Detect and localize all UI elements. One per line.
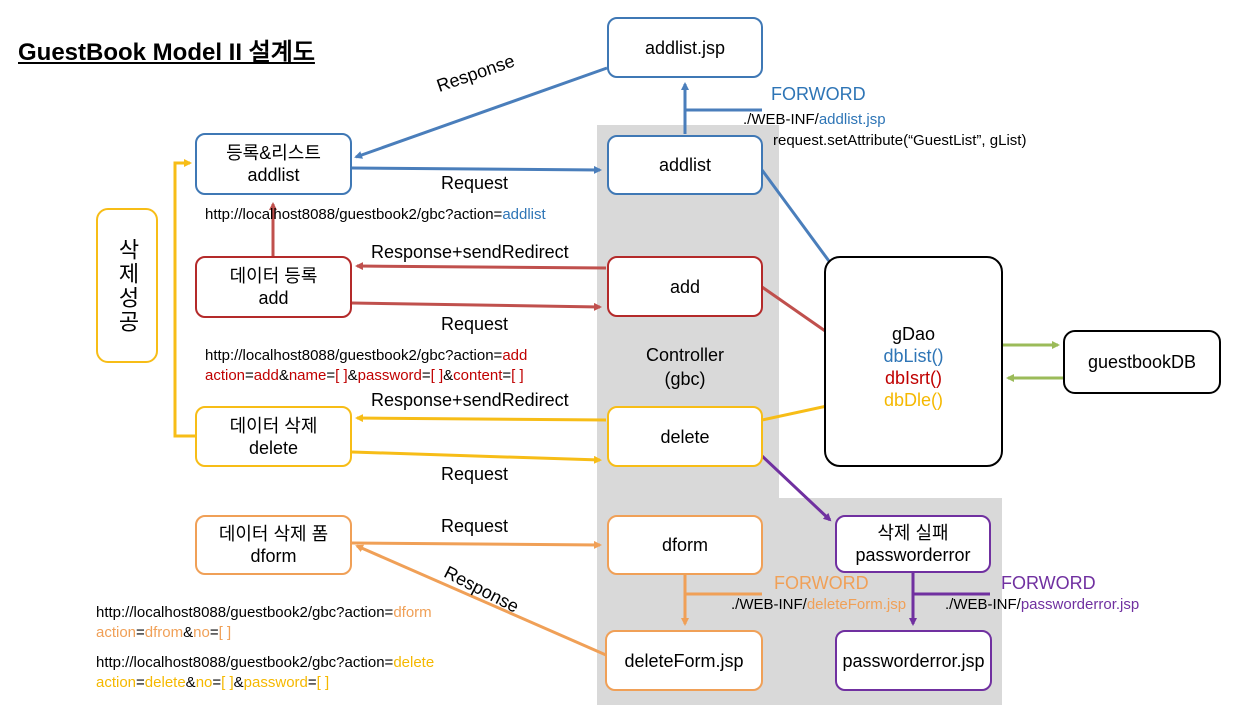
url-add: http://localhost8088/guestbook2/gbc?acti… bbox=[205, 347, 528, 384]
forward-path-passworderror: ./WEB-INF/passworderror.jsp bbox=[945, 596, 1140, 613]
addlist-action-box[interactable]: addlist bbox=[607, 135, 763, 195]
request-arrow-dform bbox=[351, 540, 602, 549]
delete-action-box[interactable]: delete bbox=[607, 406, 763, 467]
request-arrow-addlist bbox=[351, 165, 602, 174]
set-attribute-text: request.setAttribute(“GuestList”, gList) bbox=[773, 132, 1027, 149]
forward-label-deleteform: FORWORD bbox=[774, 573, 869, 593]
gdao-delete: dbDle() bbox=[883, 389, 944, 410]
addlist-jsp-box[interactable]: addlist.jsp bbox=[607, 17, 763, 78]
request-label-addlist: Request bbox=[441, 173, 509, 193]
forward-path-deleteform: ./WEB-INF/deleteForm.jsp bbox=[731, 596, 907, 613]
redirect-arrow-delete bbox=[355, 414, 607, 423]
forward-label-addlist: FORWORD bbox=[771, 84, 866, 104]
forward-label-passworderror: FORWORD bbox=[1001, 573, 1096, 593]
url-addlist: http://localhost8088/guestbook2/gbc?acti… bbox=[205, 206, 546, 223]
add-action-box[interactable]: add bbox=[607, 256, 763, 317]
forward-path-addlist: ./WEB-INF/addlist.jsp bbox=[743, 111, 886, 128]
request-arrow-add bbox=[351, 301, 602, 311]
page-title: GuestBook Model II 설계도 bbox=[18, 39, 315, 66]
arrow-delete-to-fail bbox=[760, 454, 832, 522]
request-label-add: Request bbox=[441, 314, 509, 334]
gdao-insert: dbIsrt() bbox=[884, 367, 942, 388]
controller-label: Controller(gbc) bbox=[645, 345, 725, 389]
dform-action-box[interactable]: dform bbox=[607, 515, 763, 575]
success-arrow-loop bbox=[173, 159, 196, 438]
deleteform-jsp-box[interactable]: deleteForm.jsp bbox=[605, 630, 763, 691]
request-arrow-delete bbox=[351, 450, 602, 464]
redirect-label-add: Response+sendRedirect bbox=[371, 242, 569, 262]
guestbook-db-box[interactable]: guestbookDB bbox=[1063, 330, 1221, 394]
response-arrow-top bbox=[354, 66, 608, 159]
redirect-arrow-add bbox=[355, 262, 607, 271]
gdao-box[interactable]: gDao dbList() dbIsrt() dbDle() bbox=[824, 256, 1003, 467]
redirect-label-delete: Response+sendRedirect bbox=[371, 390, 569, 410]
passworderror-jsp-box[interactable]: passworderror.jsp bbox=[835, 630, 992, 691]
url-dform: http://localhost8088/guestbook2/gbc?acti… bbox=[96, 604, 432, 641]
response-arrow-dform bbox=[355, 544, 607, 657]
request-label-dform: Request bbox=[441, 516, 509, 536]
url-delete: http://localhost8088/guestbook2/gbc?acti… bbox=[96, 654, 435, 691]
delete-success-label: 삭제성공 bbox=[96, 208, 158, 363]
request-label-delete: Request bbox=[441, 464, 509, 484]
gdao-list: dbList() bbox=[883, 345, 944, 366]
gdao-name: gDao bbox=[891, 323, 936, 344]
